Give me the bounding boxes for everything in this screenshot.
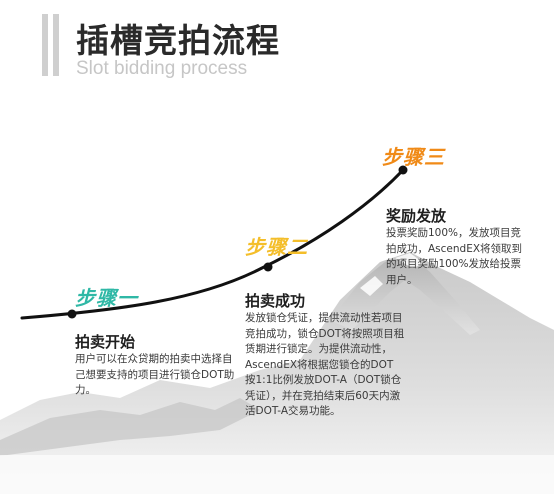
step-one-dot [67,309,77,319]
progress-curve [20,168,405,320]
step-one-label: 步骤一 [75,286,138,310]
step-three-title: 奖励发放 [386,207,447,225]
step-one-description: 用户可以在众贷期的拍卖中选择自己想要支持的项目进行锁仓DOT助力。 [75,353,235,396]
header-bar-decoration [53,14,59,76]
header-bar-decoration [42,14,48,76]
page-subtitle: Slot bidding process [76,58,248,79]
step-three-label: 步骤三 [382,145,445,169]
mountain-fog [0,455,554,494]
mountain-ridges-left [0,398,260,456]
step-two-dot [263,262,273,272]
step-two-label: 步骤二 [245,235,308,259]
step-one-title: 拍卖开始 [75,333,136,351]
step-three-description: 投票奖励100%，发放项目竞拍成功，AscendEX将领取到的项目奖励100%发… [386,227,523,286]
mountain-snow [360,253,425,296]
step-two-title: 拍卖成功 [245,292,306,310]
page-title: 插槽竞拍流程 [76,21,280,60]
mountain-ridges [330,254,480,335]
step-three-dot [398,165,408,175]
step-two-description: 发放锁仓凭证，提供流动性若项目竞拍成功，锁仓DOT将按照项目租赁期进行锁定。为提… [245,312,405,417]
